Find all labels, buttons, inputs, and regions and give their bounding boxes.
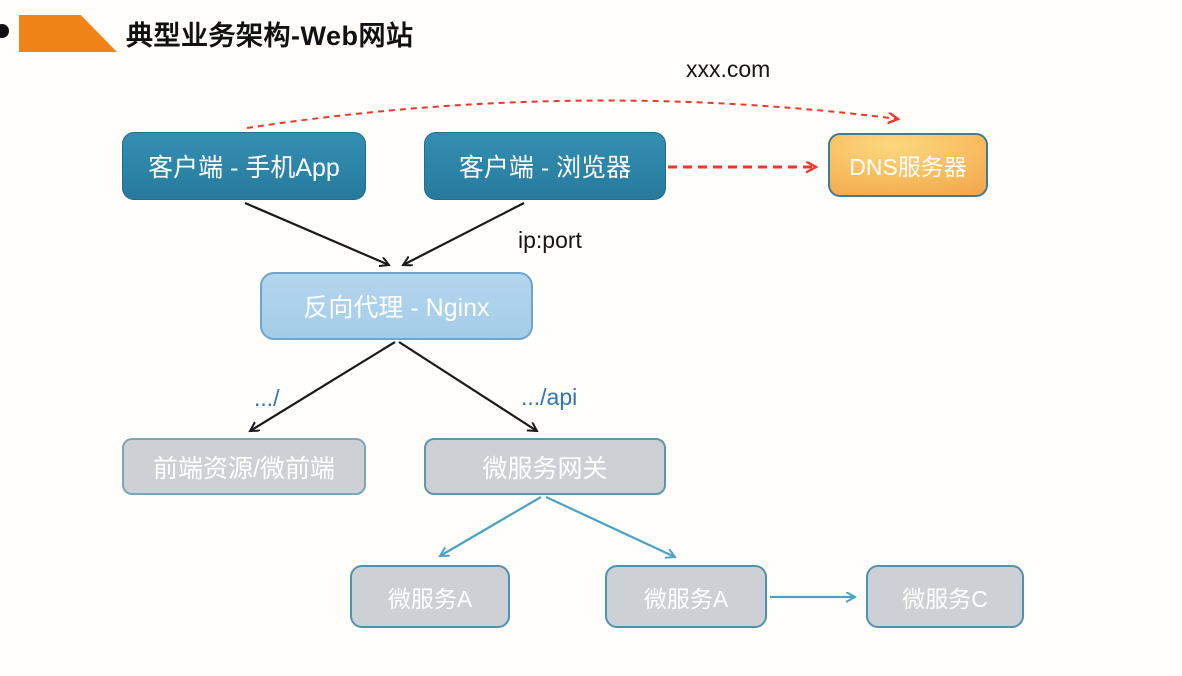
arrow-gateway-to-service-a1	[440, 496, 542, 556]
node-dns-server: DNS服务器	[828, 133, 988, 197]
arrow-app-to-dns	[246, 99, 898, 129]
bullet-icon	[0, 24, 9, 38]
node-frontend-assets: 前端资源/微前端	[122, 438, 366, 495]
arrow-gateway-to-service-a2	[545, 496, 675, 557]
ip-port-label: ip:port	[518, 227, 582, 253]
domain-label: xxx.com	[686, 56, 771, 82]
node-label: DNS服务器	[849, 154, 967, 180]
header-accent-shape	[19, 15, 117, 52]
node-label: 微服务A	[643, 585, 729, 612]
node-microservice-a1: 微服务A	[350, 565, 510, 628]
arrow-nginx-to-gateway	[398, 341, 537, 431]
node-reverse-proxy-nginx: 反向代理 - Nginx	[260, 272, 533, 340]
node-client-mobile-app: 客户端 - 手机App	[122, 132, 366, 200]
page-title: 典型业务架构-Web网站	[126, 21, 414, 51]
node-label: 微服务C	[902, 585, 988, 612]
route-api-label: .../api	[521, 384, 578, 410]
node-label: 前端资源/微前端	[153, 454, 335, 483]
node-label: 微服务A	[387, 585, 473, 612]
node-label: 客户端 - 浏览器	[458, 154, 632, 182]
arrow-browser-to-nginx	[403, 202, 525, 265]
node-label: 客户端 - 手机App	[148, 154, 340, 182]
node-microservice-c: 微服务C	[866, 565, 1024, 628]
node-label: 微服务网关	[482, 454, 608, 483]
node-microservice-gateway: 微服务网关	[424, 438, 666, 495]
node-label: 反向代理 - Nginx	[303, 294, 490, 322]
route-root-label: .../	[254, 385, 280, 411]
arrow-app-to-nginx	[244, 201, 389, 265]
node-microservice-a2: 微服务A	[605, 565, 767, 628]
node-client-browser: 客户端 - 浏览器	[424, 132, 666, 200]
